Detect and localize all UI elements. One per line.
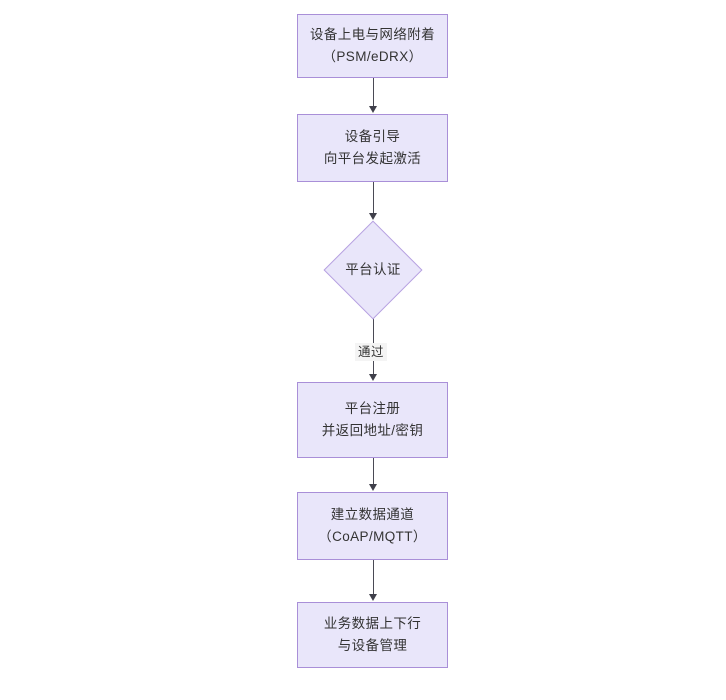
node-data-channel[interactable]: 建立数据通道 （CoAP/MQTT） — [297, 492, 448, 560]
node-platform-register-line1: 平台注册 — [344, 401, 401, 416]
node-power-on-line2: （PSM/eDRX） — [322, 49, 423, 64]
node-business-data-line2: 与设备管理 — [337, 638, 408, 653]
edge-bootstrap-to-platform-auth — [372, 182, 374, 214]
node-bootstrap-line2: 向平台发起激活 — [323, 151, 422, 166]
node-power-on-line1: 设备上电与网络附着 — [309, 27, 436, 42]
edge-arrowhead — [368, 213, 377, 220]
edge-platform-register-to-data-channel — [372, 458, 374, 485]
node-power-on[interactable]: 设备上电与网络附着 （PSM/eDRX） — [297, 14, 448, 78]
edge-arrowhead — [368, 594, 377, 601]
node-platform-register[interactable]: 平台注册 并返回地址/密钥 — [297, 382, 448, 458]
node-platform-auth[interactable] — [323, 220, 423, 320]
node-data-channel-line1: 建立数据通道 — [330, 507, 415, 522]
node-business-data[interactable]: 业务数据上下行 与设备管理 — [297, 602, 448, 668]
edge-arrowhead — [368, 374, 377, 381]
node-business-data-line1: 业务数据上下行 — [323, 616, 422, 631]
edge-arrowhead — [368, 106, 377, 113]
edge-power-on-to-bootstrap — [372, 78, 374, 107]
edge-arrowhead — [368, 484, 377, 491]
node-bootstrap[interactable]: 设备引导 向平台发起激活 — [297, 114, 448, 182]
edge-label-pass: 通过 — [355, 343, 388, 361]
node-platform-register-line2: 并返回地址/密钥 — [321, 423, 424, 438]
node-data-channel-line2: （CoAP/MQTT） — [318, 529, 427, 544]
node-bootstrap-line1: 设备引导 — [344, 129, 401, 144]
edge-data-channel-to-business-data — [372, 560, 374, 595]
